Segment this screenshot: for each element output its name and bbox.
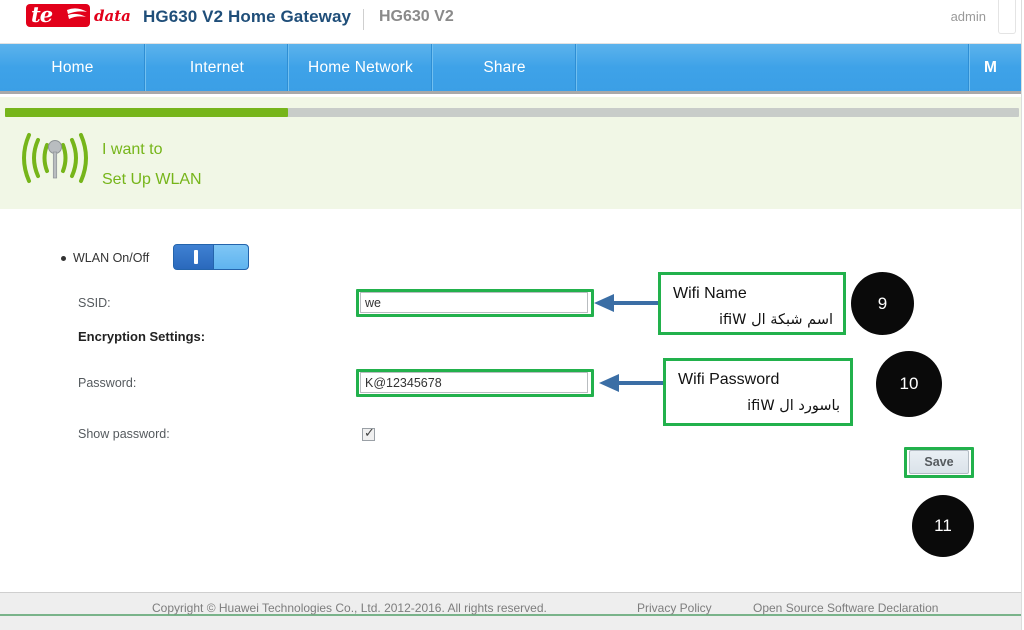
nav-label-home: Home [51, 58, 94, 76]
callout-ssid-english: Wifi Name [673, 285, 747, 302]
footer-link-privacy-policy[interactable]: Privacy Policy [637, 601, 712, 615]
show-password-checkbox[interactable]: ✓ [362, 425, 375, 441]
annotation-badge-10: 10 [876, 351, 942, 417]
annotation-arrow-password-icon [599, 374, 663, 392]
wizard-progress-fill [5, 108, 288, 117]
page-header: te data HG630 V2 Home Gateway HG630 V2 a… [0, 0, 1024, 44]
logo-swoosh-icon [67, 8, 87, 19]
wlan-settings-form [0, 209, 1024, 592]
wlan-onoff-toggle[interactable] [173, 244, 249, 270]
wizard-banner: I want to Set Up WLAN [0, 97, 1024, 209]
wlan-onoff-label: WLAN On/Off [73, 251, 150, 265]
page-title: HG630 V2 Home Gateway [143, 7, 352, 26]
nav-item-home-network[interactable]: Home Network [289, 44, 433, 91]
logo-te-text: te [31, 4, 53, 27]
annotation-highlight-ssid [356, 289, 594, 317]
wizard-progress-track [5, 108, 1019, 117]
nav-label-home-network: Home Network [308, 58, 413, 76]
callout-password-arabic: باسورد ال Wifi [747, 398, 840, 414]
show-password-label: Show password: [78, 427, 170, 441]
header-divider [363, 9, 364, 30]
device-model-label: HG630 V2 [379, 8, 454, 25]
annotation-highlight-save [904, 447, 974, 478]
footer-accent-line [0, 614, 1024, 616]
header-right-panel [998, 0, 1016, 34]
logo-data-text: data [94, 6, 131, 25]
nav-item-internet[interactable]: Internet [146, 44, 289, 91]
wifi-antenna-icon [22, 133, 88, 183]
wizard-banner-line2: Set Up WLAN [102, 171, 202, 188]
annotation-badge-9: 9 [851, 272, 914, 335]
nav-label-share: Share [483, 58, 526, 76]
page-footer: Copyright © Huawei Technologies Co., Ltd… [0, 592, 1024, 630]
page-right-edge [1021, 0, 1024, 630]
nav-spacer [577, 44, 970, 91]
toggle-knob[interactable] [213, 245, 248, 269]
encryption-settings-heading: Encryption Settings: [78, 329, 206, 344]
logo-mark-icon: te [26, 4, 90, 27]
annotation-arrow-ssid-icon [594, 294, 658, 312]
annotation-callout-ssid: Wifi Name اسم شبكة ال Wifi [658, 272, 846, 335]
checkbox-tick-icon: ✓ [364, 425, 375, 440]
te-data-logo[interactable]: te data [26, 4, 131, 27]
password-input[interactable] [360, 372, 588, 393]
annotation-callout-password: Wifi Password باسورد ال Wifi [663, 358, 853, 426]
nav-label-internet: Internet [189, 58, 245, 76]
footer-link-open-source[interactable]: Open Source Software Declaration [753, 601, 939, 615]
nav-item-share[interactable]: Share [433, 44, 577, 91]
wizard-banner-text: I want to Set Up WLAN [102, 135, 202, 195]
main-navigation: Home Internet Home Network Share M [0, 44, 1024, 94]
wlan-toggle-bullet-icon [61, 256, 66, 261]
nav-item-maintenance[interactable]: M [970, 44, 1024, 91]
save-button[interactable]: Save [909, 450, 969, 474]
footer-copyright: Copyright © Huawei Technologies Co., Ltd… [152, 601, 547, 615]
annotation-highlight-password [356, 369, 594, 397]
toggle-on-glyph-icon [194, 250, 198, 264]
annotation-badge-11: 11 [912, 495, 974, 557]
callout-password-english: Wifi Password [678, 371, 780, 388]
nav-item-home[interactable]: Home [0, 44, 146, 91]
callout-ssid-arabic: اسم شبكة ال Wifi [718, 312, 833, 328]
current-user-label[interactable]: admin [950, 9, 986, 24]
nav-label-maintenance: M [984, 58, 998, 76]
ssid-label: SSID: [78, 296, 111, 310]
ssid-input[interactable] [360, 292, 588, 313]
wizard-banner-line1: I want to [102, 141, 163, 158]
password-label: Password: [78, 376, 137, 390]
